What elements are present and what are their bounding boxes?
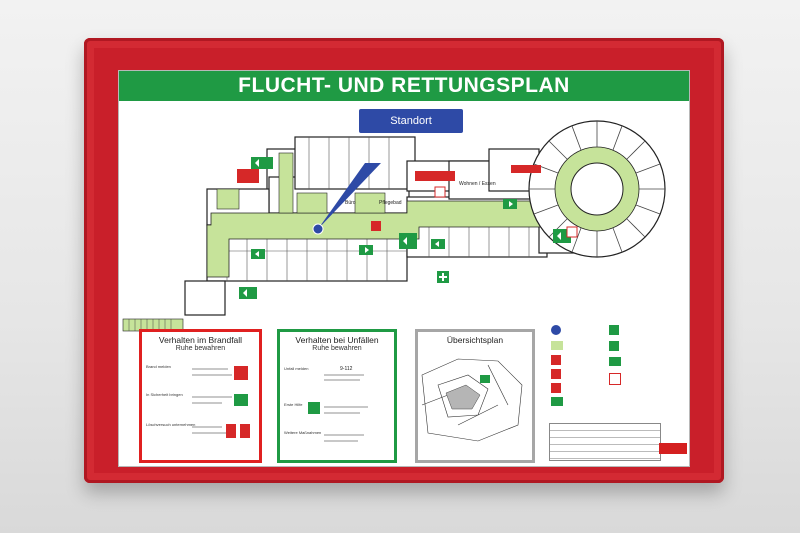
standort-pointer bbox=[318, 163, 381, 229]
escape-route-swatch bbox=[551, 341, 563, 350]
overview-map bbox=[421, 358, 523, 442]
fire-instructions-box: Verhalten im Brandfall Ruhe bewahren Bra… bbox=[139, 329, 262, 463]
fire-alarm-icon bbox=[551, 383, 561, 393]
fire-extinguisher-icon bbox=[237, 165, 541, 231]
fire-hose-icon bbox=[240, 424, 250, 438]
accident-box-title: Verhalten bei Unfällen bbox=[295, 335, 379, 345]
legend-item bbox=[551, 397, 563, 406]
room-label-buero: Büro bbox=[345, 200, 356, 206]
standort-label: Standort bbox=[359, 109, 463, 133]
accident-step: Weitere Maßnahmen bbox=[284, 430, 389, 452]
legend-item bbox=[609, 373, 621, 385]
overview-plan-box: Übersichtsplan bbox=[415, 329, 535, 463]
emergency-exit-icon bbox=[551, 397, 563, 406]
legend bbox=[547, 321, 687, 421]
accident-instructions-box: Verhalten bei Unfällen Ruhe bewahren Unf… bbox=[277, 329, 397, 463]
legend-item bbox=[551, 355, 561, 365]
accident-box-subtitle: Ruhe bewahren bbox=[312, 345, 362, 352]
fire-hose-icon bbox=[551, 369, 561, 379]
legend-item bbox=[551, 369, 561, 379]
legend-item bbox=[609, 325, 619, 335]
legend-item bbox=[551, 341, 563, 350]
fire-box-title: Verhalten im Brandfall bbox=[158, 335, 243, 345]
emergency-exit-icon bbox=[234, 394, 248, 406]
legend-item bbox=[551, 325, 561, 335]
smoke-detector-icon bbox=[609, 373, 621, 385]
room-label-wohnen: Wohnen / Essen bbox=[459, 181, 496, 187]
escape-direction-icon bbox=[609, 357, 621, 366]
legend-item bbox=[551, 383, 561, 393]
plan-title: FLUCHT- UND RETTUNGSPLAN bbox=[119, 71, 689, 101]
round-building bbox=[528, 120, 666, 258]
fire-step: Brand melden bbox=[146, 364, 251, 386]
emergency-exit-icon bbox=[251, 249, 265, 259]
location-marker-icon bbox=[312, 223, 324, 235]
fire-step: Löschversuch unternehmen bbox=[146, 422, 251, 444]
emergency-exit-icon bbox=[399, 233, 417, 249]
accident-step: Erste Hilfe bbox=[284, 402, 389, 424]
legend-item bbox=[609, 357, 621, 366]
escape-route-stairs bbox=[278, 152, 294, 214]
accident-step: Unfall melden 9-112 bbox=[284, 366, 389, 388]
overview-box-title: Übersichtsplan bbox=[446, 335, 504, 345]
brand-logo bbox=[659, 443, 687, 454]
annex-block bbox=[184, 280, 226, 316]
legend-item bbox=[609, 341, 619, 351]
fire-alarm-icon bbox=[434, 186, 578, 238]
first-aid-icon bbox=[437, 271, 449, 283]
fire-extinguisher-icon bbox=[226, 424, 236, 438]
emergency-exit-icon bbox=[359, 245, 373, 255]
fire-alarm-icon bbox=[234, 366, 248, 380]
fire-extinguisher-icon bbox=[551, 355, 561, 365]
plan-info-table bbox=[549, 423, 661, 461]
first-aid-icon bbox=[308, 402, 320, 414]
room-label-pflegebad: Pflegebad bbox=[379, 200, 402, 206]
emergency-exit-icon bbox=[239, 287, 257, 299]
first-aid-icon bbox=[609, 325, 619, 335]
emergency-exit-icon bbox=[503, 199, 517, 209]
fire-box-subtitle: Ruhe bewahren bbox=[175, 345, 226, 352]
emergency-exit-icon bbox=[431, 239, 445, 249]
location-marker-icon bbox=[551, 325, 561, 335]
collection-point-icon bbox=[609, 341, 619, 351]
emergency-exit-icon bbox=[251, 157, 273, 169]
escape-plan-sheet: FLUCHT- UND RETTUNGSPLAN bbox=[118, 70, 690, 467]
floor-plan bbox=[122, 120, 666, 332]
fire-step: In Sicherheit bringen bbox=[146, 392, 251, 414]
